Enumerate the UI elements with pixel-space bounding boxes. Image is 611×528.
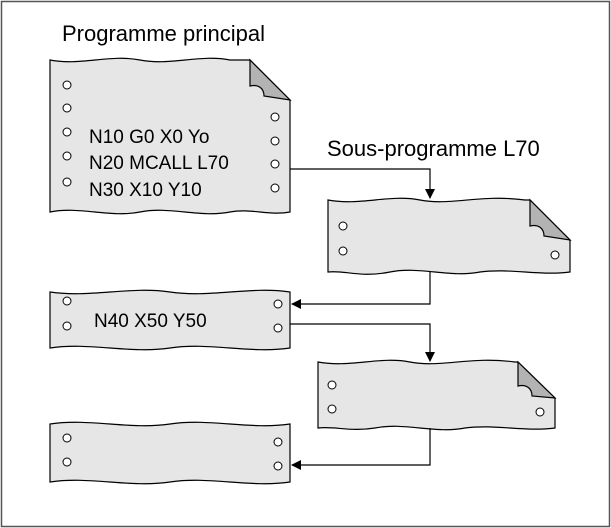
main-line-1: N10 G0 X0 Yo	[89, 127, 209, 148]
subprogram-title: Sous-programme L70	[327, 136, 540, 161]
main-program-sheet: N10 G0 X0 Yo N20 MCALL L70 N30 X10 Y10	[50, 58, 290, 213]
main-program-continuation-2	[50, 422, 290, 483]
main-program-title: Programme principal	[62, 21, 265, 46]
subprogram-sheet-1	[328, 198, 570, 274]
main-program-continuation-1: N40 X50 Y50	[50, 290, 290, 349]
subprogram-sheet-2	[318, 360, 555, 429]
main-line-2: N20 MCALL L70	[89, 153, 229, 174]
continuation-line: N40 X50 Y50	[94, 311, 207, 332]
main-line-3: N30 X10 Y10	[89, 180, 202, 201]
